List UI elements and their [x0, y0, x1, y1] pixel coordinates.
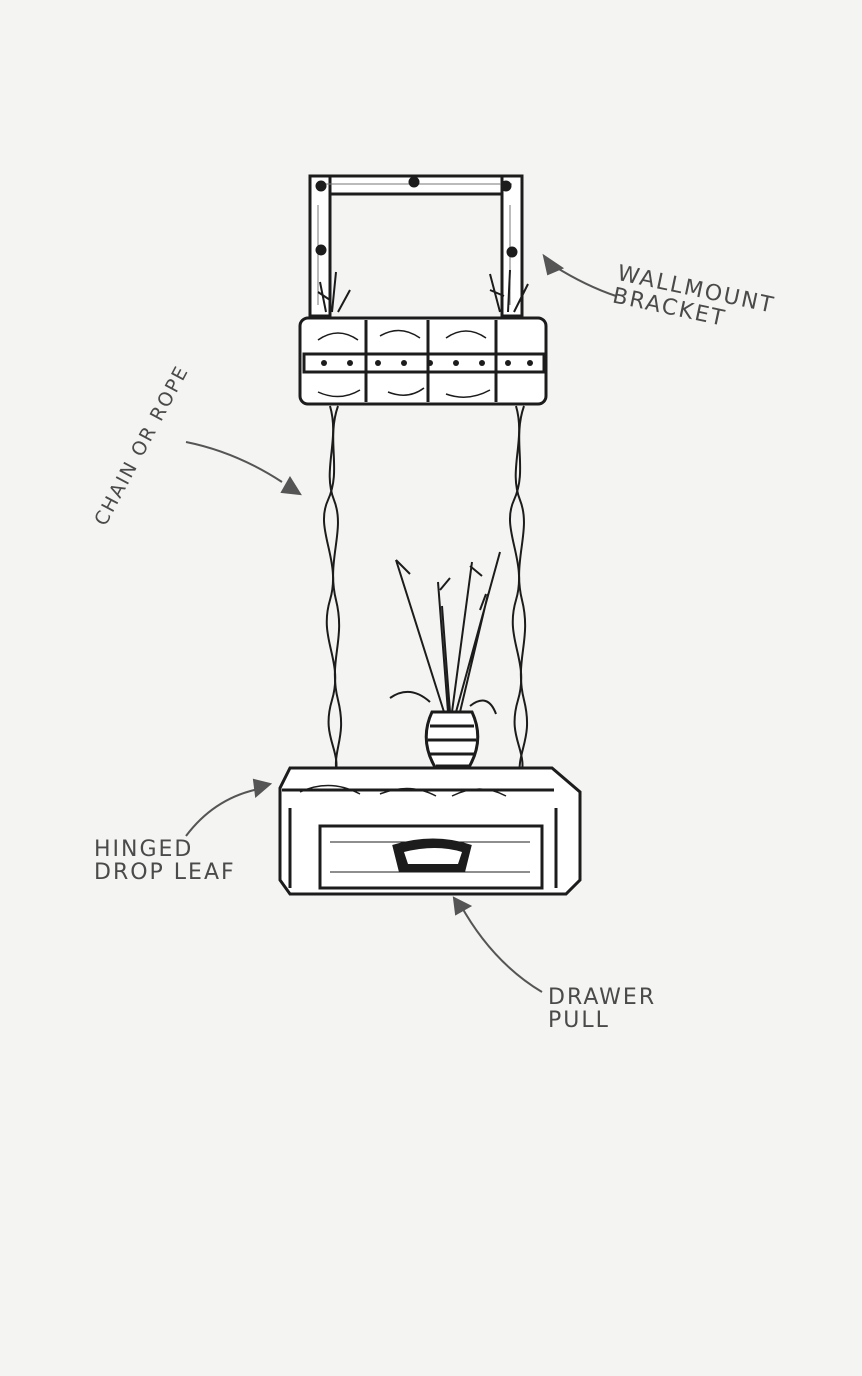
bracket-tufts [317, 269, 529, 313]
drawer-pull-label: DRAWER PULL [548, 986, 656, 1032]
chain-right [509, 405, 529, 781]
drawer-label-line1: DRAWER [548, 985, 657, 1010]
annotation-arrows [185, 253, 617, 993]
drawer [318, 824, 544, 890]
leaf-label-line1: HINGED [94, 837, 194, 862]
drawer-label-line2: PULL [548, 1008, 610, 1034]
vase-with-plant [389, 551, 501, 774]
chain-left [323, 405, 343, 781]
upper-shelf [298, 316, 548, 406]
leaf-label-line2: DROP LEAF [94, 860, 236, 886]
hinged-drop-leaf-label: HINGED DROP LEAF [94, 838, 236, 884]
wall-mount-bracket [308, 174, 524, 318]
